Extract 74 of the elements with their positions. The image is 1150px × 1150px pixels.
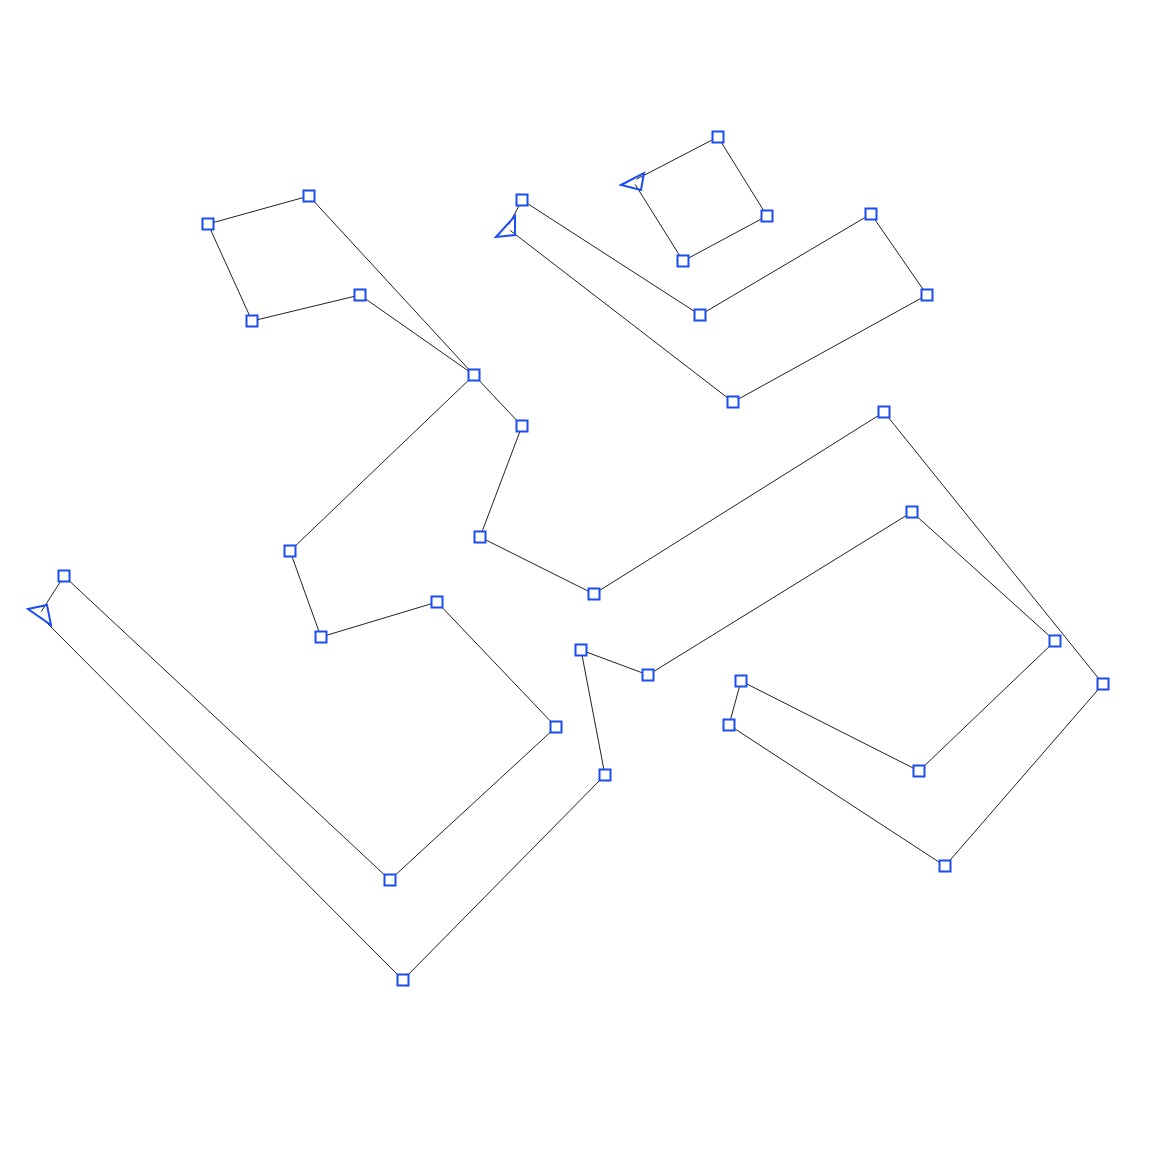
- waypoint-square: [711, 130, 725, 144]
- path-line: [326, 603, 432, 636]
- path-line: [40, 581, 61, 613]
- path-line: [688, 218, 762, 259]
- path-line: [210, 229, 250, 316]
- waypoint-square: [383, 873, 397, 887]
- waypoint-square: [598, 768, 612, 782]
- waypoint-square: [693, 308, 707, 322]
- path-line: [213, 197, 304, 223]
- waypoint-square: [473, 530, 487, 544]
- path-line: [653, 514, 907, 673]
- waypoint-square: [912, 764, 926, 778]
- path-line: [527, 203, 695, 312]
- waypoint-square: [726, 395, 740, 409]
- waypoint-square: [201, 217, 215, 231]
- path-line: [69, 580, 385, 876]
- start-triangle: [618, 171, 646, 192]
- waypoint-square: [549, 720, 563, 734]
- path-line: [313, 201, 470, 370]
- path-line: [478, 380, 518, 421]
- path-line: [441, 607, 552, 722]
- waypoint-square: [574, 643, 588, 657]
- path-line: [634, 183, 681, 256]
- path-line: [924, 645, 1050, 767]
- path-line: [581, 655, 605, 770]
- path-line: [734, 728, 940, 863]
- waypoint-square: [920, 288, 934, 302]
- path-line: [508, 205, 520, 225]
- waypoint-square: [1048, 634, 1062, 648]
- path-line: [720, 142, 765, 211]
- path-line: [407, 780, 601, 975]
- waypoint-square: [430, 595, 444, 609]
- start-triangle: [25, 603, 53, 628]
- waypoint-square: [587, 587, 601, 601]
- waypoint-square: [302, 189, 316, 203]
- waypoint-square: [641, 668, 655, 682]
- waypoint-square: [515, 419, 529, 433]
- path-line: [295, 379, 469, 547]
- path-line: [887, 417, 1100, 679]
- waypoint-square: [760, 209, 774, 223]
- path-line: [746, 683, 914, 769]
- path-line: [257, 295, 355, 321]
- waypoint-square: [905, 505, 919, 519]
- waypoint-square: [722, 718, 736, 732]
- path-line: [738, 297, 922, 400]
- path-line: [485, 539, 589, 592]
- path-line: [509, 229, 728, 399]
- waypoint-square: [864, 207, 878, 221]
- path-line: [395, 731, 551, 876]
- waypoint-square: [245, 314, 259, 328]
- path-line: [705, 216, 866, 313]
- path-line: [365, 298, 469, 372]
- waypoint-square: [353, 288, 367, 302]
- waypoint-square: [877, 405, 891, 419]
- start-triangle: [493, 213, 516, 239]
- path-line: [586, 651, 643, 674]
- path-line: [874, 219, 924, 290]
- path-line: [730, 686, 740, 720]
- waypoint-square: [1096, 677, 1110, 691]
- path-line: [599, 415, 879, 591]
- waypoint-square: [515, 193, 529, 207]
- waypoint-square: [734, 674, 748, 688]
- waypoint-square: [314, 630, 328, 644]
- path-line: [949, 689, 1099, 861]
- waypoint-square: [57, 569, 71, 583]
- waypoint-square: [283, 544, 297, 558]
- waypoint-square: [467, 368, 481, 382]
- waypoint-square: [938, 859, 952, 873]
- waypoint-square: [676, 254, 690, 268]
- path-line: [917, 516, 1050, 637]
- path-line: [291, 556, 320, 632]
- waypoint-square: [396, 973, 410, 987]
- path-line: [481, 431, 521, 532]
- path-line: [636, 139, 713, 180]
